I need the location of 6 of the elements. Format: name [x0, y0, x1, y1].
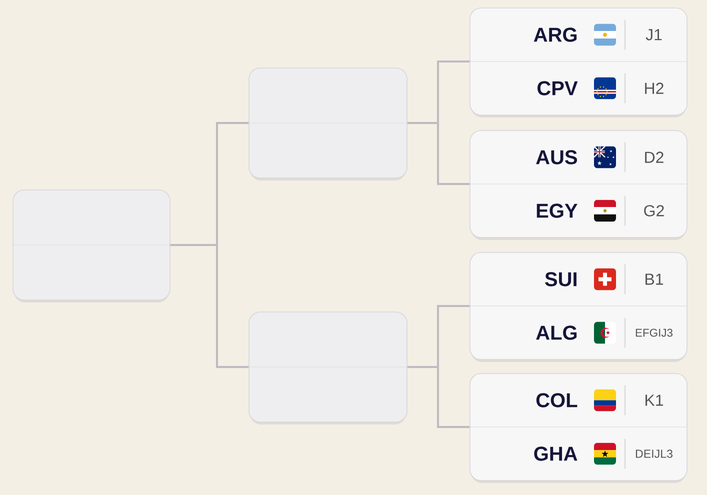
bracket-line — [170, 244, 249, 368]
empty-box — [248, 312, 408, 424]
bracket-line — [407, 366, 470, 428]
bracket-line — [407, 122, 470, 185]
empty-box — [12, 190, 170, 302]
empty-box — [248, 68, 408, 180]
